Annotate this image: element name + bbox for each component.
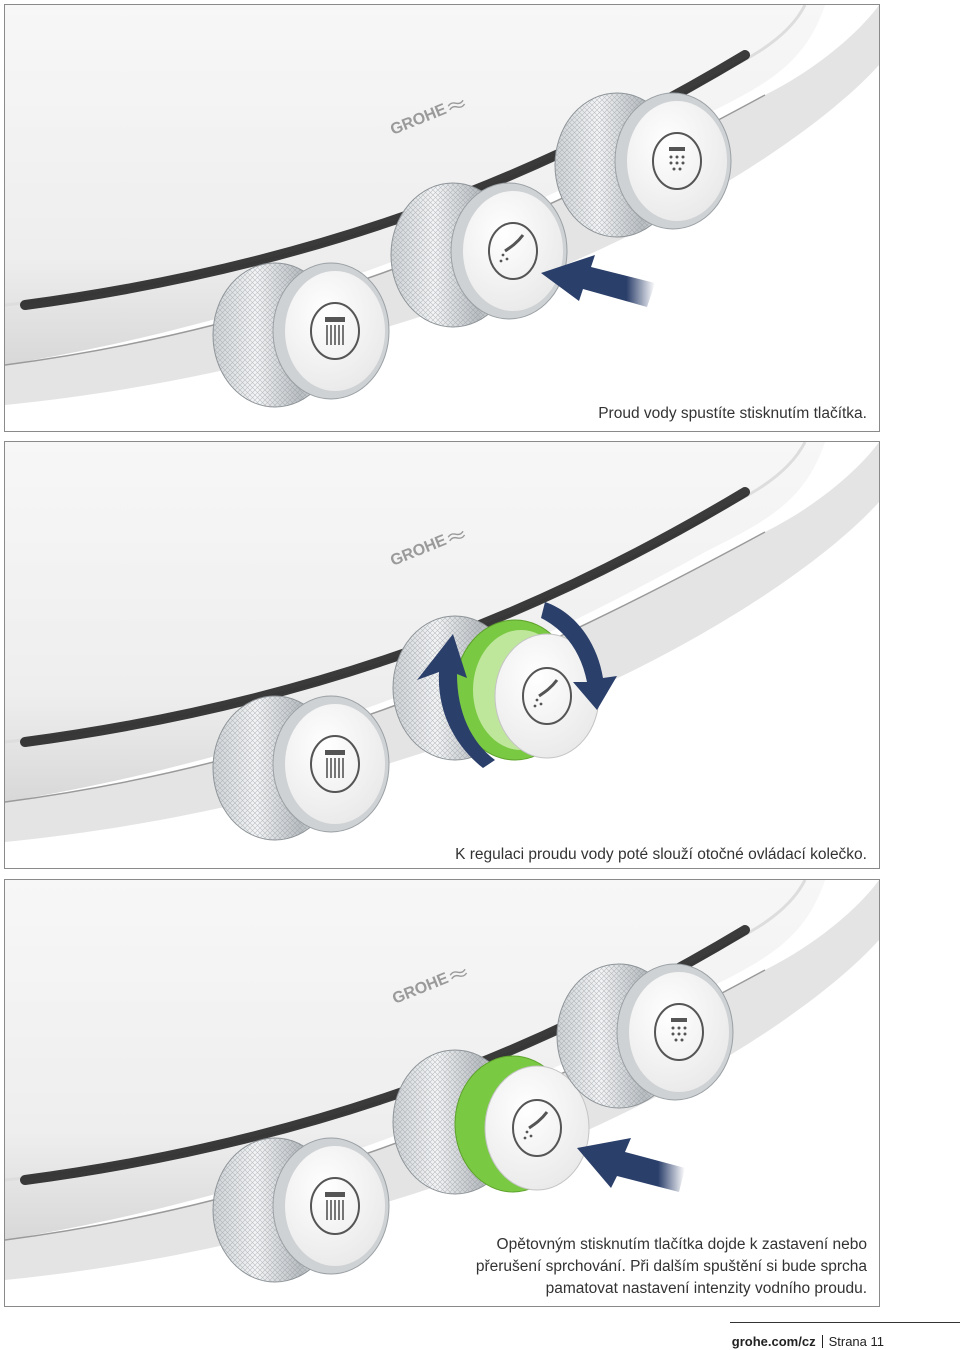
- footer-rule: [730, 1322, 960, 1323]
- press-arrow: [577, 1138, 685, 1192]
- rain-shower-icon: [310, 735, 360, 793]
- step-panel-1: GROHE: [4, 4, 880, 432]
- press-arrow: [541, 255, 655, 307]
- footer: grohe.com/cz Strana 11: [732, 1334, 884, 1349]
- page-number: Strana 11: [828, 1334, 884, 1349]
- knob-hand-shower-pressed[interactable]: [392, 1049, 590, 1195]
- step-panel-2: GROHE: [4, 441, 880, 869]
- step-1-caption: Proud vody spustíte stisknutím tlačítka.: [598, 405, 867, 422]
- footer-separator: [821, 1335, 823, 1348]
- thermostat-illustration: GROHE: [5, 5, 879, 431]
- knob-shower-head[interactable]: [556, 963, 734, 1109]
- thermostat-illustration: GROHE: [5, 880, 879, 1283]
- rain-shower-icon: [310, 302, 360, 360]
- hand-shower-icon: [522, 667, 572, 725]
- step-panel-3: GROHE: [4, 879, 880, 1307]
- knob-rain-shower[interactable]: [212, 695, 390, 841]
- hand-shower-icon: [512, 1099, 562, 1157]
- shower-head-icon: [654, 1003, 704, 1061]
- step-3-caption: Opětovným stisknutím tlačítka dojde k za…: [476, 1234, 867, 1300]
- step-2-caption: K regulaci proudu vody poté slouží otočn…: [455, 846, 867, 863]
- knob-rain-shower[interactable]: [212, 1137, 390, 1283]
- footer-site-link[interactable]: grohe.com/cz: [731, 1334, 816, 1349]
- shower-head-icon: [652, 132, 702, 190]
- caption-line: pamatovat nastavení intenzity vodního pr…: [545, 1280, 867, 1297]
- knob-hand-shower[interactable]: [390, 182, 568, 328]
- rotate-arrows: [417, 602, 617, 768]
- knob-rain-shower[interactable]: [212, 262, 390, 408]
- hand-shower-icon: [488, 222, 538, 280]
- thermostat-illustration: GROHE: [5, 442, 879, 842]
- caption-line: Opětovným stisknutím tlačítka dojde k za…: [496, 1236, 867, 1253]
- knob-shower-head[interactable]: [554, 92, 732, 238]
- rain-shower-icon: [310, 1177, 360, 1235]
- caption-line: přerušení sprchování. Při dalším spuštěn…: [475, 1258, 867, 1275]
